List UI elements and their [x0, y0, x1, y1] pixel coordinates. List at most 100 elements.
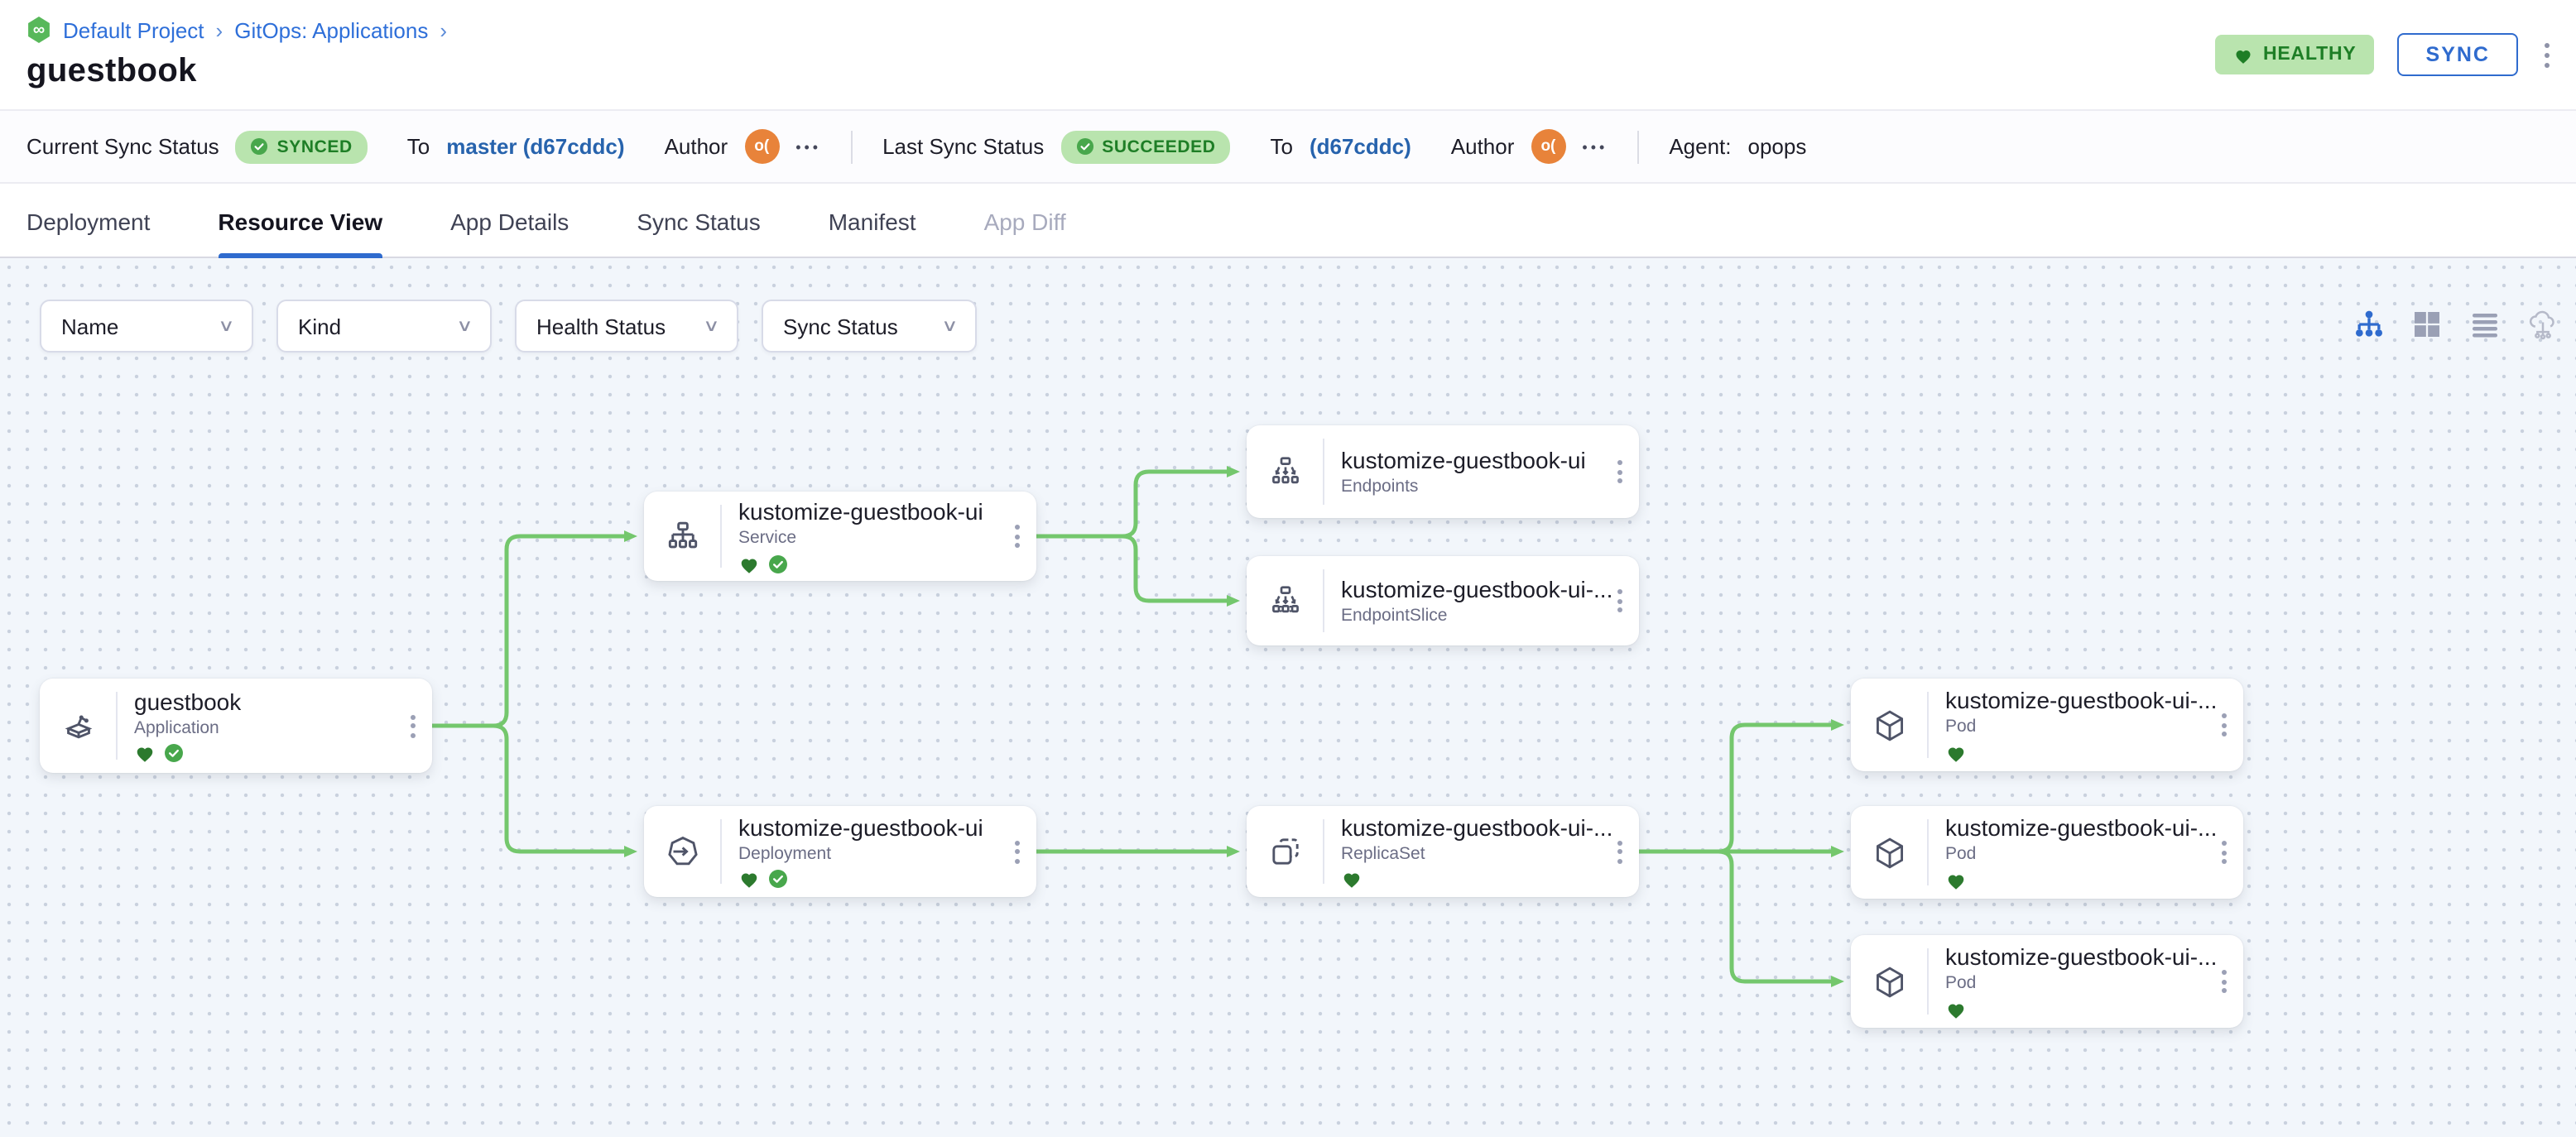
- divider: [1927, 948, 1929, 1015]
- divider: [720, 505, 722, 568]
- breadcrumb-separator-icon: ›: [215, 17, 223, 42]
- check-circle-icon: [251, 137, 268, 156]
- header-actions: HEALTHY SYNC: [2215, 0, 2553, 109]
- current-sync-status-label: Current Sync Status: [26, 134, 219, 159]
- chevron-down-icon: ∨: [940, 317, 958, 335]
- node-endpointslice[interactable]: kustomize-guestbook-ui-... EndpointSlice: [1247, 556, 1639, 645]
- healthy-heart-icon: [1948, 746, 1964, 761]
- last-author-avatar[interactable]: o(: [1531, 129, 1566, 164]
- node-menu-button[interactable]: [2215, 970, 2243, 993]
- node-name: kustomize-guestbook-ui-...: [1341, 576, 1611, 602]
- current-sync-status-badge: SYNCED: [235, 130, 368, 163]
- node-endpoints[interactable]: kustomize-guestbook-ui Endpoints: [1247, 425, 1639, 518]
- node-menu-button[interactable]: [1611, 460, 1639, 483]
- tree-view-icon[interactable]: [2353, 308, 2386, 341]
- current-to-label: To: [406, 134, 430, 159]
- endpointslice-icon: [1247, 582, 1323, 620]
- healthy-heart-icon: [741, 873, 757, 888]
- node-kind: EndpointSlice: [1341, 606, 1448, 626]
- divider: [1637, 130, 1640, 163]
- cloud-network-view-icon[interactable]: [2526, 308, 2559, 341]
- node-name: kustomize-guestbook-ui-...: [1945, 814, 2215, 841]
- header-menu-button[interactable]: [2541, 39, 2553, 70]
- last-author-label: Author: [1450, 134, 1515, 159]
- health-badge-label: HEALTHY: [2263, 45, 2357, 65]
- divider: [1323, 439, 1324, 505]
- node-application-guestbook[interactable]: guestbook Application: [40, 679, 432, 773]
- service-icon: [644, 517, 720, 555]
- last-sync-status-label: Last Sync Status: [882, 134, 1045, 159]
- divider: [1927, 692, 1929, 758]
- current-author-avatar[interactable]: o(: [744, 129, 780, 164]
- node-name: guestbook: [134, 688, 242, 714]
- heart-icon: [2236, 49, 2251, 63]
- current-target-revision-link[interactable]: master (d67cddc): [446, 134, 625, 159]
- tab-resource-view[interactable]: Resource View: [218, 185, 383, 258]
- node-kind: Service: [738, 528, 797, 548]
- node-deployment[interactable]: kustomize-guestbook-ui Deployment: [644, 806, 1036, 897]
- node-menu-button[interactable]: [1611, 840, 1639, 863]
- healthy-heart-icon: [1343, 873, 1360, 888]
- breadcrumb-project[interactable]: Default Project: [63, 17, 204, 42]
- sync-button[interactable]: SYNC: [2397, 33, 2518, 76]
- application-icon: [40, 707, 116, 745]
- healthy-heart-icon: [1948, 874, 1964, 889]
- node-menu-button[interactable]: [1008, 840, 1036, 863]
- node-kind: Pod: [1945, 973, 1977, 993]
- last-target-revision-link[interactable]: (d67cddc): [1309, 134, 1411, 159]
- node-status-icons: [738, 553, 1008, 574]
- node-menu-button[interactable]: [2215, 713, 2243, 736]
- filter-bar: Name∨ Kind∨ Health Status∨ Sync Status∨: [40, 300, 977, 353]
- last-to-label: To: [1270, 134, 1293, 159]
- node-menu-button[interactable]: [1008, 525, 1036, 548]
- divider: [116, 692, 118, 760]
- project-logo-icon: ∞: [28, 17, 50, 43]
- tab-manifest[interactable]: Manifest: [828, 208, 916, 234]
- healthy-heart-icon: [137, 747, 153, 762]
- synced-check-icon: [165, 744, 183, 762]
- sync-status-filter-dropdown[interactable]: Sync Status∨: [762, 300, 977, 353]
- health-status-filter-dropdown[interactable]: Health Status∨: [515, 300, 738, 353]
- resource-tree-edges: [430, 466, 1844, 987]
- node-menu-button[interactable]: [404, 714, 432, 737]
- synced-check-icon: [769, 870, 787, 888]
- agent-label: Agent:: [1669, 134, 1732, 159]
- last-more-button[interactable]: •••: [1582, 138, 1608, 155]
- node-pod-2[interactable]: kustomize-guestbook-ui-... Pod: [1851, 806, 2243, 899]
- divider: [1323, 819, 1324, 884]
- current-more-button[interactable]: •••: [795, 138, 822, 155]
- node-menu-button[interactable]: [1611, 589, 1639, 612]
- name-filter-dropdown[interactable]: Name∨: [40, 300, 253, 353]
- synced-check-icon: [769, 554, 787, 573]
- node-menu-button[interactable]: [2215, 841, 2243, 864]
- node-status-icons: [134, 742, 404, 764]
- page-title: guestbook: [26, 53, 197, 89]
- last-sync-badge-label: SUCCEEDED: [1102, 137, 1216, 156]
- view-toggle-group: [2353, 308, 2559, 341]
- tab-sync-status[interactable]: Sync Status: [637, 208, 761, 234]
- node-service[interactable]: kustomize-guestbook-ui Service: [644, 492, 1036, 581]
- kind-filter-dropdown[interactable]: Kind∨: [276, 300, 492, 353]
- pod-icon: [1851, 706, 1927, 744]
- breadcrumb-gitops-applications[interactable]: GitOps: Applications: [234, 17, 429, 42]
- node-kind: Pod: [1945, 717, 1977, 736]
- list-view-icon[interactable]: [2468, 308, 2502, 341]
- resource-tree-canvas[interactable]: Name∨ Kind∨ Health Status∨ Sync Status∨: [0, 258, 2576, 1137]
- node-name: kustomize-guestbook-ui-...: [1945, 687, 2215, 713]
- node-status-icons: [1945, 998, 2215, 1019]
- node-pod-1[interactable]: kustomize-guestbook-ui-... Pod: [1851, 679, 2243, 771]
- endpoints-icon: [1247, 453, 1323, 491]
- grid-view-icon[interactable]: [2410, 308, 2444, 341]
- current-sync-badge-label: SYNCED: [276, 137, 353, 156]
- divider: [1927, 819, 1929, 885]
- node-kind: Pod: [1945, 844, 1977, 864]
- node-pod-3[interactable]: kustomize-guestbook-ui-... Pod: [1851, 935, 2243, 1028]
- node-status-icons: [738, 868, 1008, 890]
- node-name: kustomize-guestbook-ui-...: [1945, 943, 2215, 970]
- node-name: kustomize-guestbook-ui-...: [1341, 813, 1611, 840]
- node-kind: Endpoints: [1341, 477, 1419, 497]
- node-replicaset[interactable]: kustomize-guestbook-ui-... ReplicaSet: [1247, 806, 1639, 897]
- tab-app-details[interactable]: App Details: [450, 208, 570, 234]
- tab-deployment[interactable]: Deployment: [26, 208, 151, 234]
